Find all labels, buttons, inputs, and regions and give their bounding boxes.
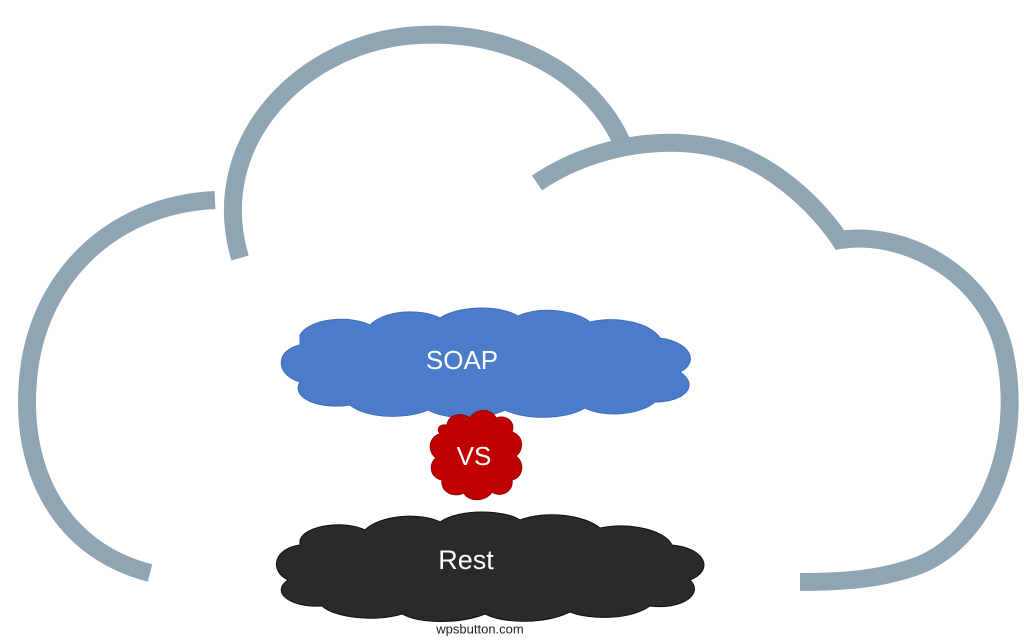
soap-label: SOAP bbox=[426, 345, 498, 375]
outline-cloud-icon bbox=[18, 25, 1019, 591]
soap-cloud-shape bbox=[280, 307, 691, 418]
vs-cloud-shape bbox=[429, 410, 523, 501]
vs-cloud: VS bbox=[429, 410, 523, 501]
outline-cloud-right-lobe bbox=[531, 133, 1019, 591]
rest-cloud: Rest bbox=[276, 511, 705, 622]
watermark-text: wpsbutton.com bbox=[435, 621, 523, 636]
outline-cloud-left-lobe bbox=[18, 191, 216, 582]
soap-cloud: SOAP bbox=[280, 307, 691, 418]
outline-cloud-top-lobe bbox=[223, 25, 634, 261]
vs-label: VS bbox=[457, 441, 492, 471]
rest-label: Rest bbox=[438, 545, 494, 575]
rest-cloud-shape bbox=[276, 511, 705, 622]
